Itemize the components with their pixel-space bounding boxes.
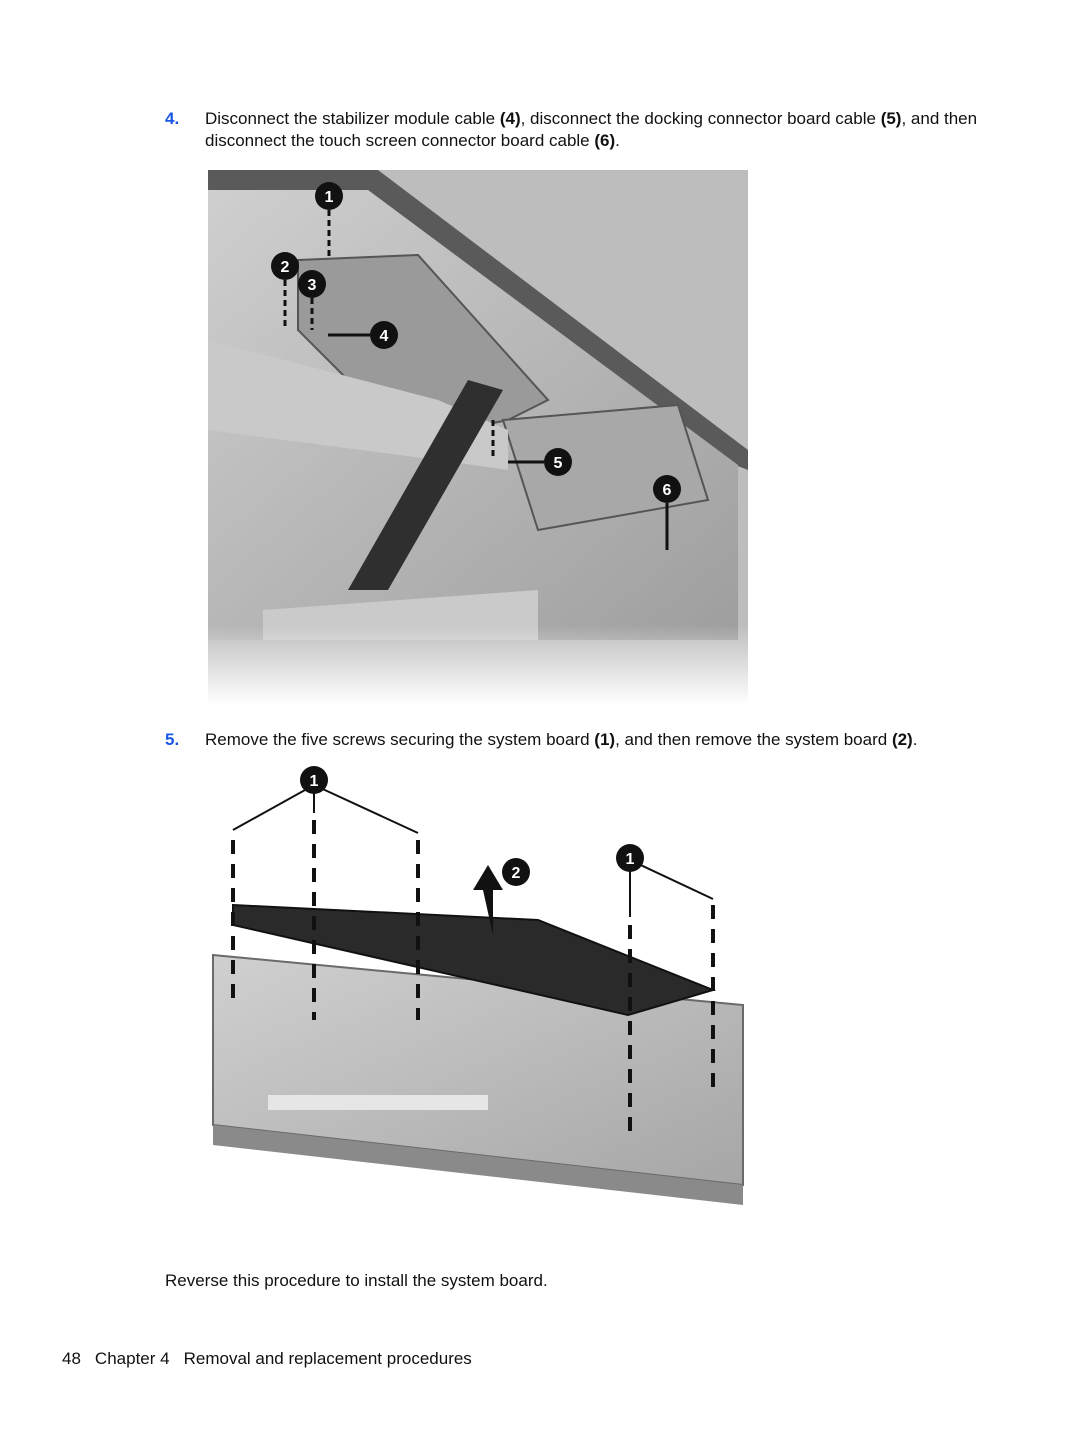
callout-label: 2 — [512, 865, 521, 882]
callout-reference: (4) — [499, 109, 521, 128]
step-text-segment: , disconnect the docking connector board… — [520, 109, 881, 128]
screw-lines — [231, 820, 715, 1135]
callout-3: 3 — [298, 270, 326, 330]
callout-label: 1 — [310, 773, 319, 790]
callout-label: 6 — [663, 482, 672, 499]
callout-reference: (2) — [891, 730, 913, 749]
figure-cable-disconnect: 1 2 3 4 5 6 — [208, 170, 748, 705]
page-number: 48 — [62, 1349, 81, 1368]
step-text-segment: . — [615, 131, 620, 150]
figure-cable-disconnect-illustration: 1 2 3 4 5 6 — [208, 170, 748, 705]
chapter-title: Removal and replacement procedures — [183, 1349, 472, 1368]
step-number: 5. — [165, 730, 180, 749]
callout-label: 4 — [380, 328, 389, 345]
lift-arrow-icon — [473, 865, 503, 935]
step-4: 4. Disconnect the stabilizer module cabl… — [165, 108, 995, 152]
fade-overlay — [208, 170, 748, 705]
callout-label: 1 — [626, 851, 635, 868]
step-text-segment: Remove the five screws securing the syst… — [205, 730, 595, 749]
step-number: 4. — [165, 109, 180, 128]
callout-label: 3 — [308, 277, 317, 294]
callout-label: 2 — [281, 259, 290, 276]
flex-cable — [268, 1095, 488, 1110]
callout-1-right: 1 — [616, 844, 644, 872]
callout-label: 1 — [325, 189, 334, 206]
step-text-segment: , and then remove the system board — [615, 730, 892, 749]
callout-5: 5 — [491, 420, 572, 476]
callout-label: 5 — [554, 455, 563, 472]
closing-text: Reverse this procedure to install the sy… — [165, 1271, 548, 1290]
callout-1: 1 — [315, 182, 343, 260]
step-4-text: Disconnect the stabilizer module cable (… — [205, 108, 995, 152]
callout-reference: (5) — [880, 109, 902, 128]
step-text-segment: . — [912, 730, 918, 749]
callout-reference: (1) — [594, 730, 616, 749]
step-5: 5. Remove the five screws securing the s… — [165, 729, 995, 751]
chapter-label: Chapter 4 — [94, 1349, 170, 1368]
callout-6: 6 — [653, 475, 681, 550]
figure-system-board-removal: 1 2 1 — [208, 765, 748, 1235]
callout-2: 2 — [271, 252, 299, 330]
page-footer: 48 Chapter 4 Removal and replacement proce… — [62, 1349, 486, 1369]
figure-system-board-removal-illustration: 1 2 1 — [212, 766, 744, 1205]
callout-reference: (6) — [594, 131, 616, 150]
step-text-segment: , and then disconnect the touch screen c… — [205, 109, 978, 150]
callout-1-left: 1 — [300, 766, 328, 794]
step-5-text: Remove the five screws securing the syst… — [205, 729, 995, 751]
chassis-edge — [213, 1125, 743, 1205]
callout-4: 4 — [328, 321, 398, 349]
step-text-segment: Disconnect the stabilizer module cable — [205, 109, 500, 128]
callout-2: 2 — [502, 858, 530, 886]
